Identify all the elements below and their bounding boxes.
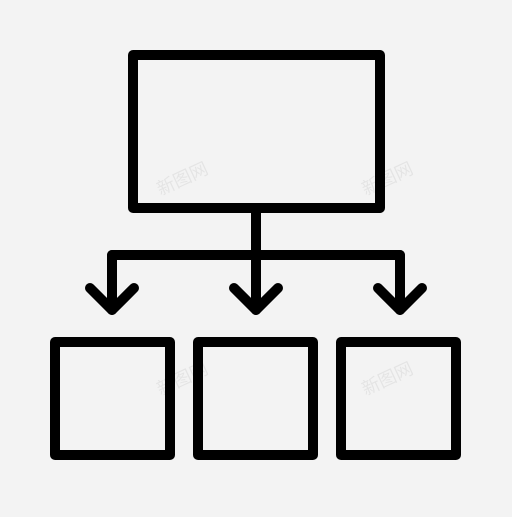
arrowhead-center <box>229 283 283 315</box>
child-node-box-3 <box>336 337 461 460</box>
child-node-box-2 <box>193 337 318 460</box>
child-node-box-1 <box>50 337 175 460</box>
arrowhead-left <box>85 283 139 315</box>
arrowhead-right <box>373 283 427 315</box>
